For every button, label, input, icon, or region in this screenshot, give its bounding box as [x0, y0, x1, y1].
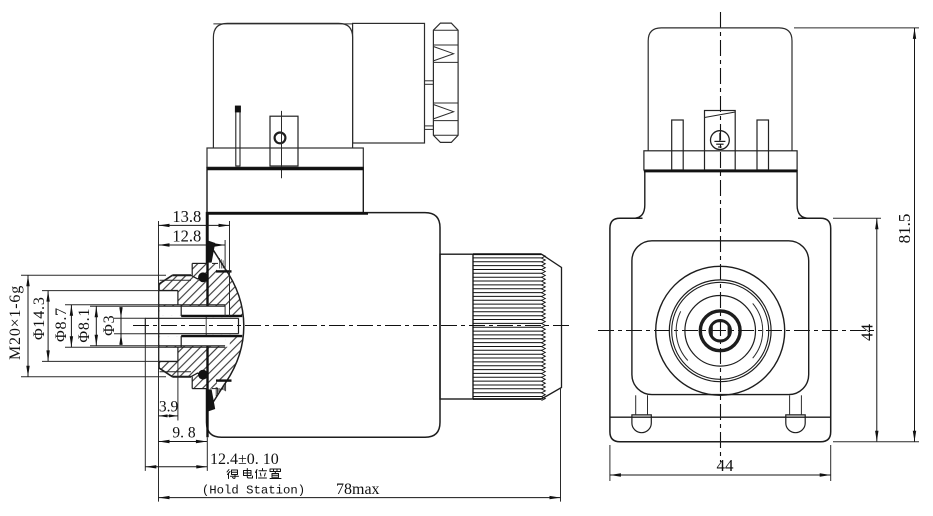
svg-text:Φ8.1: Φ8.1: [76, 308, 93, 343]
svg-text:13.8: 13.8: [172, 207, 201, 226]
svg-text:3.9: 3.9: [159, 399, 179, 416]
svg-text:12.4±0. 10: 12.4±0. 10: [210, 451, 279, 468]
svg-text:44: 44: [858, 324, 877, 342]
svg-text:9. 8: 9. 8: [172, 425, 196, 442]
svg-text:12.8: 12.8: [172, 227, 201, 246]
svg-text:Φ8.7: Φ8.7: [53, 307, 70, 342]
svg-text:Φ3: Φ3: [101, 315, 118, 336]
svg-text:M20×1-6g: M20×1-6g: [7, 285, 24, 360]
svg-text:78max: 78max: [336, 481, 380, 498]
svg-text:44: 44: [717, 456, 735, 475]
svg-text:(Hold Station): (Hold Station): [202, 484, 305, 498]
svg-text:Φ14.3: Φ14.3: [31, 296, 48, 340]
svg-text:81.5: 81.5: [895, 214, 914, 244]
